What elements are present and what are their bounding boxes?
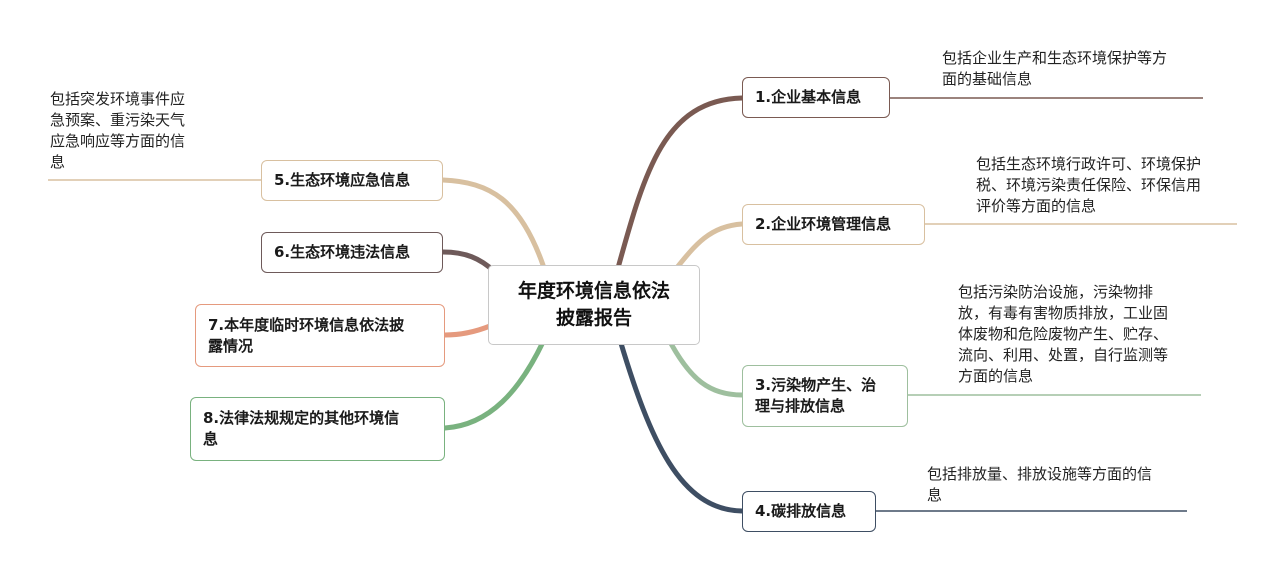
- branch-node-3[interactable]: 3.污染物产生、治 理与排放信息: [742, 365, 908, 427]
- branch-note-2: 包括生态环境行政许可、环境保护 税、环境污染责任保险、环保信用 评价等方面的信息: [976, 155, 1202, 215]
- connector-b1: [615, 95, 745, 271]
- branch-node-2[interactable]: 2.企业环境管理信息: [742, 204, 925, 245]
- center-topic[interactable]: 年度环境信息依法 披露报告: [488, 265, 700, 345]
- branch-note-3: 包括污染防治设施，污染物排 放，有毒有害物质排放，工业固 体废物和危险废物产生、…: [958, 283, 1169, 385]
- branch-node-1[interactable]: 1.企业基本信息: [742, 77, 890, 118]
- branch-note-5: 包括突发环境事件应 急预案、重污染天气 应急响应等方面的信 息: [50, 90, 186, 171]
- branch-node-8[interactable]: 8.法律法规规定的其他环境信 息: [190, 397, 445, 461]
- connector-b8: [442, 339, 546, 431]
- connector-b4: [617, 337, 745, 514]
- branch-node-6[interactable]: 6.生态环境违法信息: [261, 232, 443, 273]
- connector-b7: [442, 323, 493, 338]
- connector-b5: [440, 177, 546, 268]
- branch-node-4[interactable]: 4.碳排放信息: [742, 491, 876, 532]
- connector-b2: [672, 221, 745, 273]
- branch-node-5[interactable]: 5.生态环境应急信息: [261, 160, 443, 201]
- branch-note-4: 包括排放量、排放设施等方面的信 息: [927, 465, 1153, 504]
- connector-b3: [665, 335, 745, 398]
- branch-note-1: 包括企业生产和生态环境保护等方 面的基础信息: [942, 49, 1168, 88]
- branch-node-7[interactable]: 7.本年度临时环境信息依法披 露情况: [195, 304, 445, 367]
